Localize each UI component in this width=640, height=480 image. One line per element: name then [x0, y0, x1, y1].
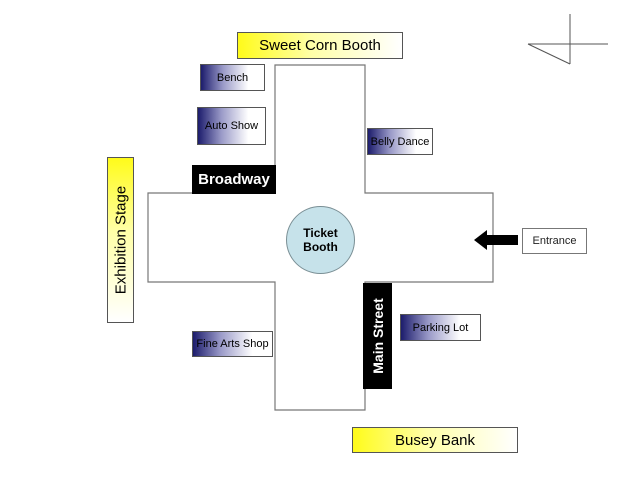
bench-label: Bench: [200, 64, 265, 91]
parking-lot-label: Parking Lot: [400, 314, 481, 341]
sweet-corn-booth-label: Sweet Corn Booth: [237, 32, 403, 59]
ticket-booth: Ticket Booth: [286, 206, 355, 274]
entrance-label: Entrance: [522, 228, 587, 254]
belly-dance-label: Belly Dance: [367, 128, 433, 155]
main-street-text: Main Street: [369, 298, 386, 374]
auto-show-label: Auto Show: [197, 107, 266, 145]
broadway-street-label: Broadway: [192, 165, 276, 194]
exhibition-stage-label: Exhibition Stage: [107, 157, 134, 323]
exhibition-stage-text: Exhibition Stage: [112, 185, 129, 295]
busey-bank-label: Busey Bank: [352, 427, 518, 453]
entrance-arrow-icon: [474, 230, 518, 250]
main-street-label: Main Street: [363, 283, 392, 389]
compass-icon: [527, 14, 608, 65]
fine-arts-shop-label: Fine Arts Shop: [192, 331, 273, 357]
